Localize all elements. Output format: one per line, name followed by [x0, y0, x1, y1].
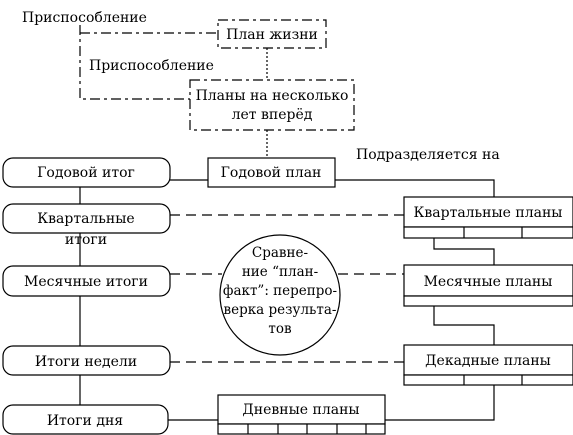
adaptation-label-inner: Приспособление: [89, 58, 214, 74]
comparison-line-4: верка результа-: [224, 302, 337, 318]
life-plan-label: План жизни: [226, 27, 318, 43]
annual-result-label: Годовой итог: [37, 165, 135, 181]
subdivided-label: Подразделяется на: [356, 147, 500, 163]
daily-result-box: Итоги дня: [2, 404, 169, 435]
monthly-plans-label: Месячные планы: [424, 274, 553, 290]
comparison-line-1: Сравне-: [252, 245, 308, 261]
decade-plans-segments: [463, 375, 523, 385]
quarterly-result-label-line1: Квартальные: [37, 211, 134, 227]
quarterly-plans-box: Квартальные планы: [403, 196, 573, 239]
comparison-line-3: факт”: перепро-: [223, 283, 337, 299]
decade-to-daily-connector: [385, 385, 495, 421]
daily-result-label: Итоги дня: [47, 413, 123, 429]
quarterly-plans-label: Квартальные планы: [414, 205, 563, 221]
monthly-plans-box: Месячные планы: [403, 264, 573, 307]
monthly-to-decade-connector: [433, 306, 495, 345]
monthly-result-label: Месячные итоги: [24, 274, 148, 290]
quarterly-to-monthly-connector: [433, 238, 495, 265]
daily-plans-label: Дневные планы: [242, 402, 359, 418]
monthly-result-box: Месячные итоги: [2, 265, 171, 297]
annual-plan-box: Годовой план: [207, 157, 336, 188]
adaptation-label-outer: Приспособление: [22, 10, 147, 26]
weekly-result-box: Итоги недели: [2, 345, 171, 376]
quarterly-result-label-line2: итоги: [65, 232, 107, 248]
multi-year-plan-label-line1: Планы на несколько: [196, 88, 349, 104]
comparison-line-5: тов: [268, 321, 292, 337]
multi-year-plan-box: Планы на несколько лет вперёд: [189, 79, 355, 131]
quarterly-result-box: Квартальные итоги: [2, 203, 171, 248]
life-plan-box: План жизни: [217, 19, 327, 49]
annual-result-box: Годовой итог: [2, 157, 171, 188]
comparison-line-2: ние “план-: [242, 264, 318, 280]
quarterly-plans-segments: [463, 227, 523, 238]
annual-plan-label: Годовой план: [221, 165, 322, 181]
adaptation-outer-connector: [79, 25, 190, 100]
decade-plans-box: Декадные планы: [403, 344, 573, 386]
daily-plans-segments: [247, 424, 367, 434]
decade-plans-label: Декадные планы: [425, 353, 551, 369]
weekly-result-label: Итоги недели: [35, 354, 137, 370]
daily-plans-box: Дневные планы: [217, 394, 386, 435]
annual-to-quarterly-connector: [335, 179, 495, 197]
comparison-circle: Сравне- ние “план- факт”: перепро- верка…: [219, 234, 341, 356]
multi-year-plan-label-line2: лет вперёд: [232, 107, 313, 123]
